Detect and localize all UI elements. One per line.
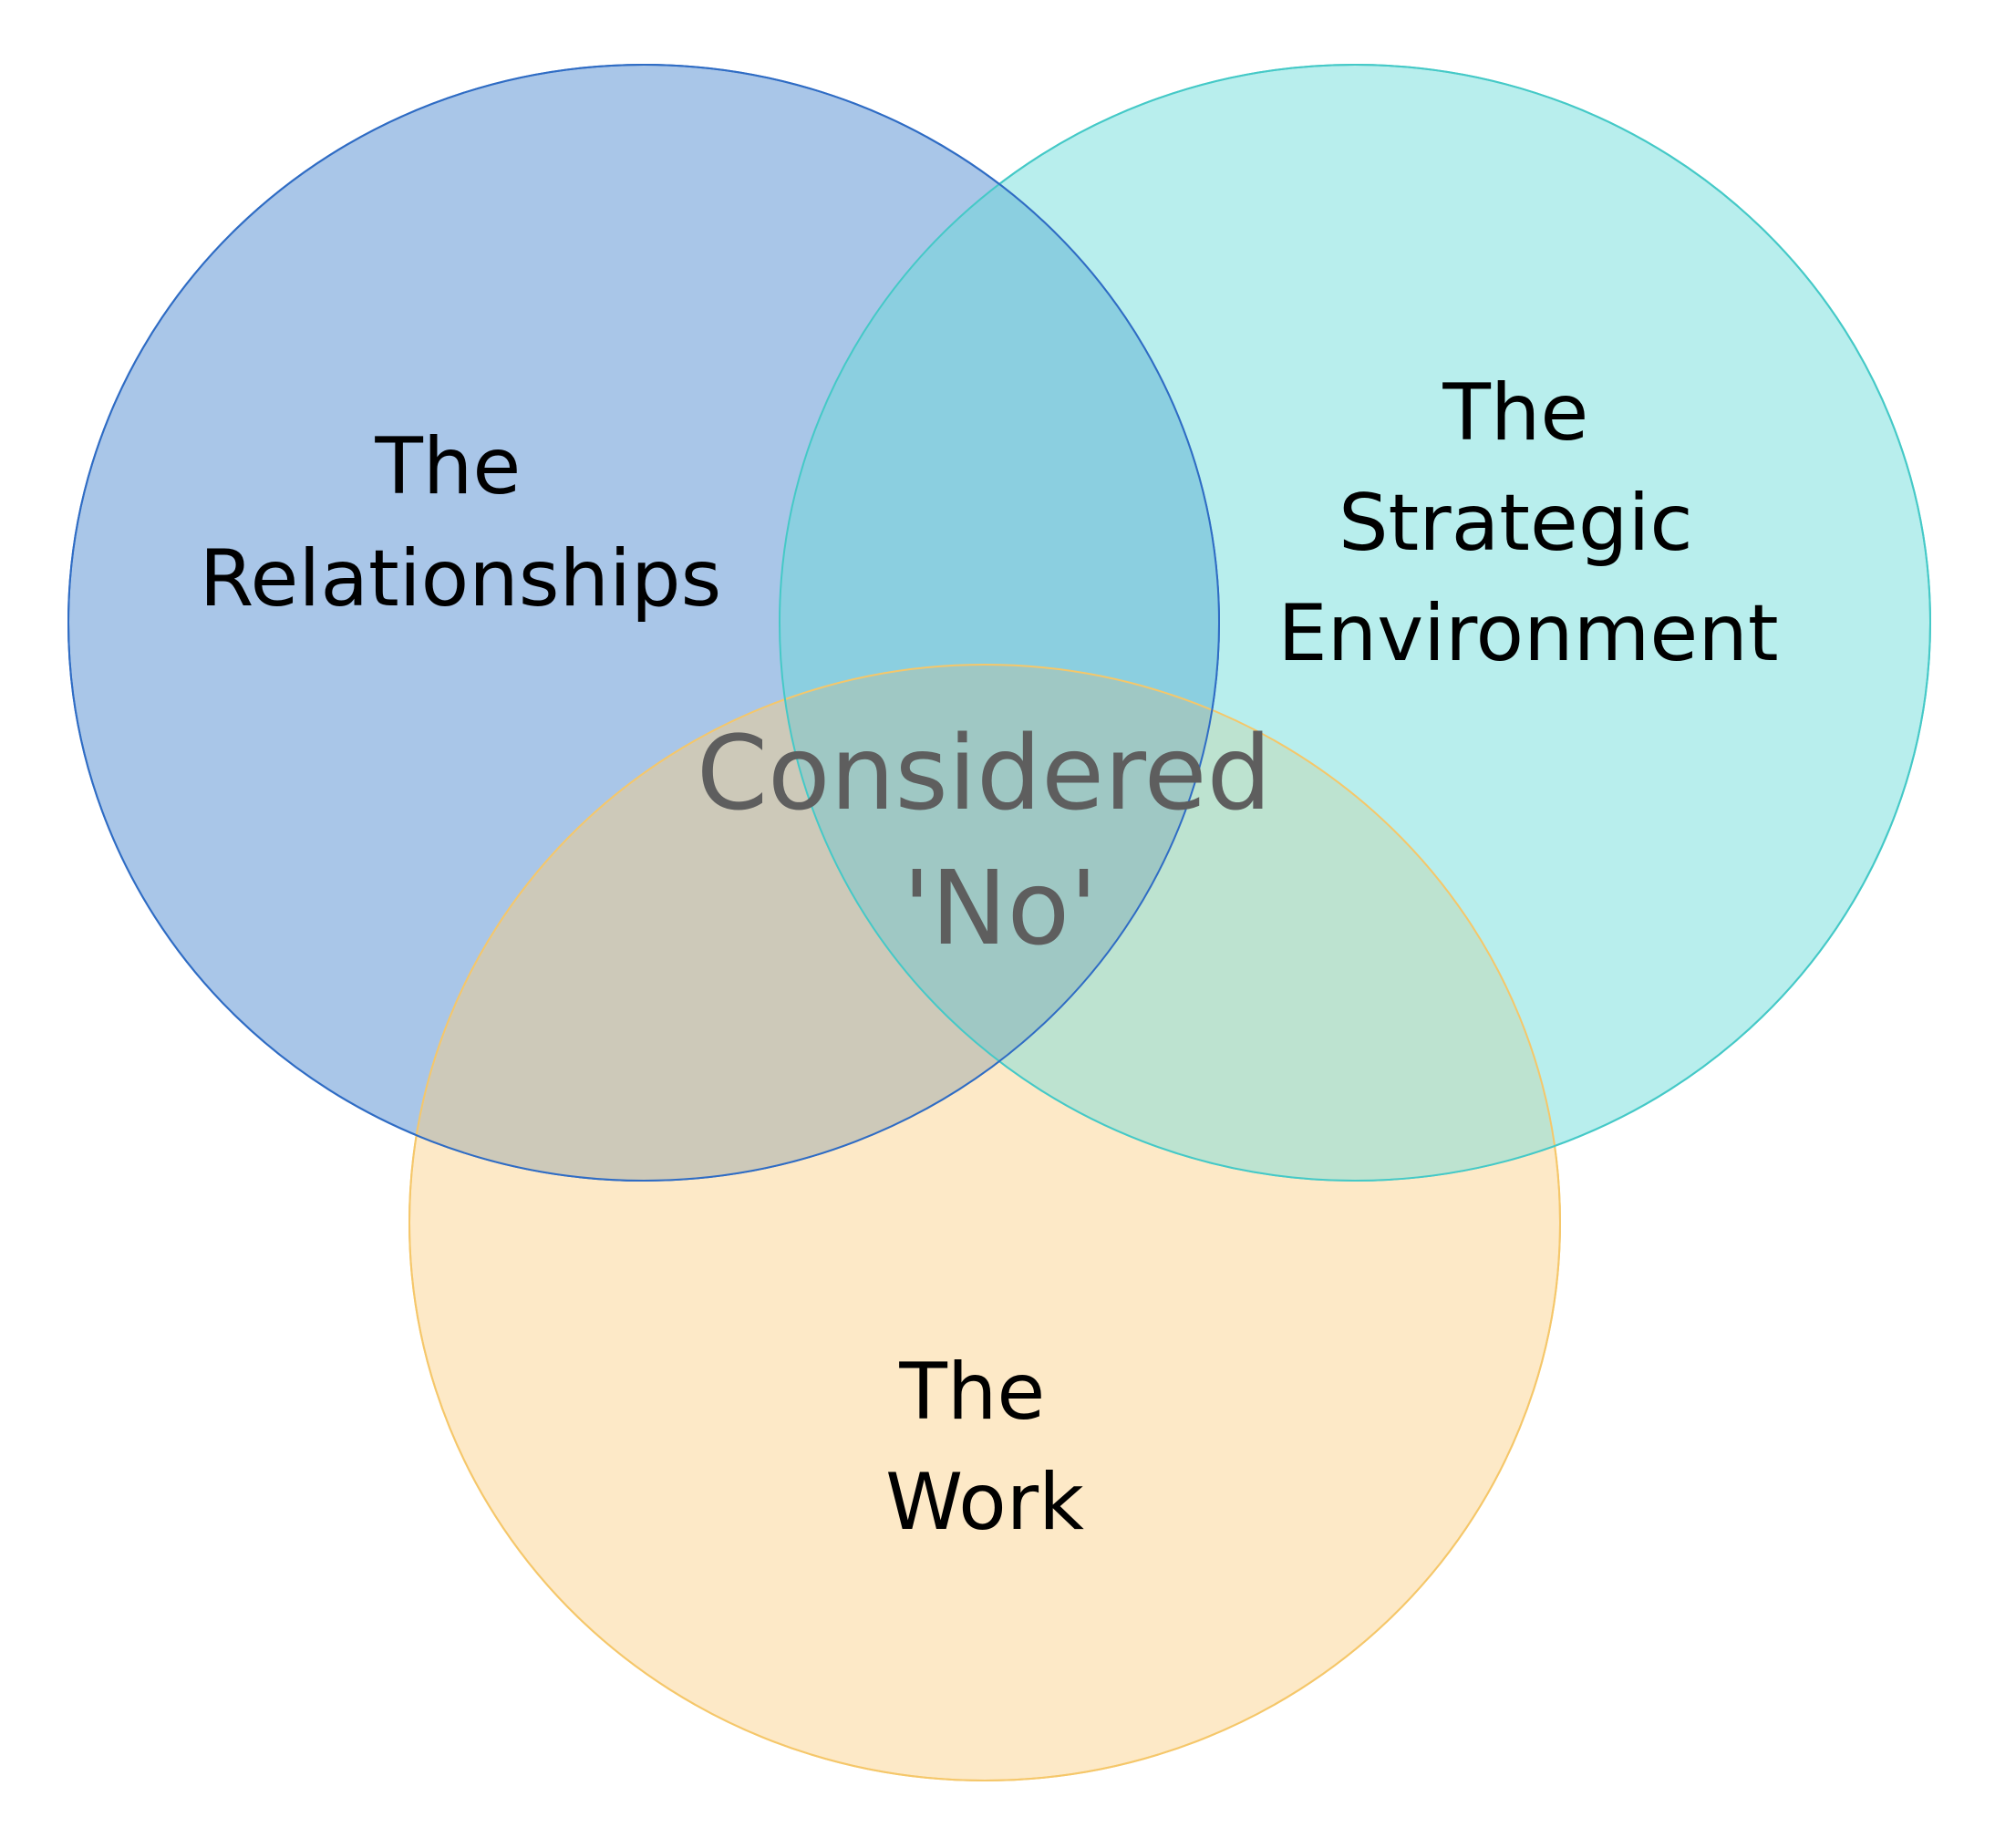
overlap-relationships-work: [409, 665, 1219, 1181]
label-the-relationships: The Relationships: [200, 421, 722, 625]
outline-the-work: [408, 664, 1561, 1781]
outline-the-strategic-environment: [779, 64, 1931, 1182]
outline-the-relationships: [67, 64, 1220, 1182]
label-the-work: The Work: [885, 1347, 1084, 1548]
overlap-strategic-work: [780, 665, 1560, 1181]
label-the-strategic-environment: The Strategic Environment: [1277, 367, 1778, 679]
label-considered-no: Considered 'No': [697, 715, 1304, 968]
